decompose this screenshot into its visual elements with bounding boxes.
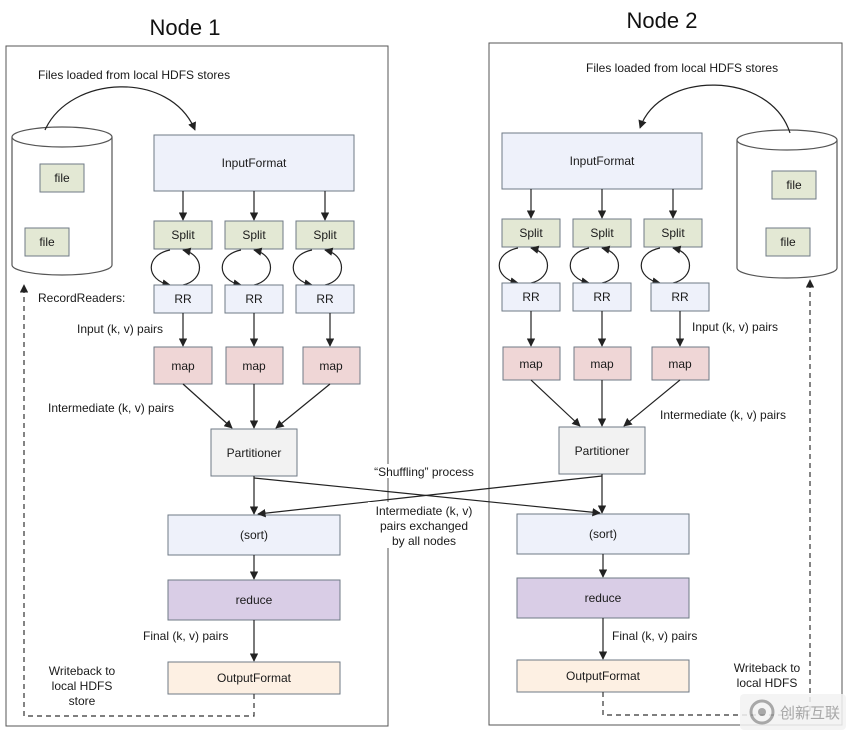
node1-file-1 — [39, 163, 85, 193]
node2-split-3 — [643, 218, 703, 248]
node2-load-arrow — [638, 84, 791, 134]
node2-map-2-label: map — [590, 357, 614, 371]
node2-partitioner-box — [558, 426, 646, 475]
node1-input-pairs-label: Input (k, v) pairs — [77, 322, 163, 336]
node2-rr-2-label: RR — [593, 290, 611, 304]
shuffle-desc-line1: Intermediate (k, v) — [376, 504, 473, 518]
node2-split-1-label: Split — [519, 226, 543, 240]
node1-partitioner-box — [210, 428, 298, 477]
node2-rr-2 — [572, 282, 632, 312]
node2-writeback-arrow — [602, 279, 815, 716]
node1-map-3-label: map — [319, 359, 343, 373]
shuffle-desc-line3: by all nodes — [392, 534, 456, 548]
node2-reduce-box — [516, 577, 690, 619]
node1-split-3-label: Split — [313, 228, 337, 242]
node2-reduce-label: reduce — [585, 591, 622, 605]
node1-rr-1-label: RR — [174, 292, 192, 306]
node2-outputformat-label: OutputFormat — [566, 669, 641, 683]
watermark-logo-icon — [749, 699, 775, 725]
node2-outputformat-box — [516, 659, 690, 693]
watermark-text: 创新互联 — [780, 704, 840, 722]
node1-hdfs-store: file file — [11, 126, 113, 276]
node1-map-3 — [302, 346, 361, 385]
node2-split-3-label: Split — [661, 226, 685, 240]
node2-input-pairs-label: Input (k, v) pairs — [692, 320, 778, 334]
node1-intermediate-label: Intermediate (k, v) pairs — [48, 401, 174, 415]
node1-split-3 — [295, 220, 355, 250]
node2-final-pairs-label: Final (k, v) pairs — [612, 629, 697, 643]
watermark-logo: 创新互联 — [740, 694, 846, 730]
node1-file-1-label: file — [54, 171, 70, 185]
shuffle-arrow-node2-to-node1 — [257, 475, 603, 518]
node2-file-1-label: file — [786, 178, 802, 192]
node2-file-2-label: file — [780, 235, 796, 249]
node2-intermediate-label: Intermediate (k, v) pairs — [660, 408, 786, 422]
node2-loop-2 — [569, 247, 590, 286]
node2-rr-1-label: RR — [522, 290, 540, 304]
node1-writeback-line1: Writeback to — [49, 664, 116, 678]
node2-split-1 — [501, 218, 561, 248]
node1-outputformat-box — [167, 661, 341, 695]
node2-map-3-label: map — [668, 357, 692, 371]
shuffle-title: “Shuffling” process — [374, 465, 474, 479]
node1-rr-3-label: RR — [316, 292, 334, 306]
node2-inputformat-box — [501, 132, 703, 190]
node1-writeback-line2: local HDFS — [52, 679, 113, 693]
node2-rr-1 — [501, 282, 561, 312]
node2-files-caption: Files loaded from local HDFS stores — [586, 61, 778, 75]
shuffle-exchange: “Shuffling” process Intermediate (k, v) … — [253, 464, 603, 548]
node2-loop-3 — [640, 247, 661, 286]
node2-sort-label: (sort) — [589, 527, 617, 541]
node1-map-2-label: map — [242, 359, 266, 373]
node1-inputformat-box — [153, 134, 355, 192]
node2-file-2 — [765, 227, 811, 257]
node2-map-3 — [651, 346, 710, 381]
node1-title: Node 1 — [150, 15, 221, 40]
node2-title: Node 2 — [627, 8, 698, 33]
node1-split-2-label: Split — [242, 228, 266, 242]
node2-map-1-label: map — [519, 357, 543, 371]
node2-rr-3-label: RR — [671, 290, 689, 304]
node1-map-2 — [225, 346, 284, 385]
node1-inputformat-label: InputFormat — [222, 156, 287, 170]
node1-file-2 — [24, 227, 70, 257]
node1-split-1 — [153, 220, 213, 250]
node1-panel: Node 1 Files loaded from local HDFS stor… — [5, 15, 389, 727]
node2-writeback-line2: local HDFS — [737, 676, 798, 690]
node1-writeback-arrow — [19, 284, 255, 717]
node2-writeback-line1: Writeback to — [734, 661, 801, 675]
node1-rr-3 — [295, 284, 355, 314]
node2-map-2 — [573, 346, 632, 381]
node1-rr-2-label: RR — [245, 292, 263, 306]
node1-writeback-line3: store — [69, 694, 96, 708]
node2-panel: Node 2 Files loaded from local HDFS stor… — [488, 8, 843, 726]
node1-loop-2 — [221, 249, 242, 288]
node1-final-pairs-label: Final (k, v) pairs — [143, 629, 228, 643]
node1-map-1-label: map — [171, 359, 195, 373]
node2-loop-1 — [498, 247, 519, 286]
node1-sort-box — [167, 514, 341, 556]
shuffle-desc-line2: pairs exchanged — [380, 519, 468, 533]
node1-loop-3 — [292, 249, 313, 288]
node2-inputformat-label: InputFormat — [570, 154, 635, 168]
node1-rr-1 — [153, 284, 213, 314]
node1-loop-1 — [150, 249, 171, 288]
node1-files-caption: Files loaded from local HDFS stores — [38, 68, 230, 82]
node2-file-1 — [771, 170, 817, 200]
node1-load-arrow — [44, 86, 196, 131]
node2-hdfs-store: file file — [736, 129, 838, 279]
node2-split-2-label: Split — [590, 226, 614, 240]
node1-partitioner-label: Partitioner — [227, 446, 282, 460]
node1-split-2 — [224, 220, 284, 250]
node2-split-2 — [572, 218, 632, 248]
node2-partitioner-label: Partitioner — [575, 444, 630, 458]
node1-file-2-label: file — [39, 235, 55, 249]
node1-split-1-label: Split — [171, 228, 195, 242]
node1-outputformat-label: OutputFormat — [217, 671, 292, 685]
node1-sort-label: (sort) — [240, 528, 268, 542]
node1-reduce-label: reduce — [236, 593, 273, 607]
node1-recordreaders-label: RecordReaders: — [38, 291, 125, 305]
